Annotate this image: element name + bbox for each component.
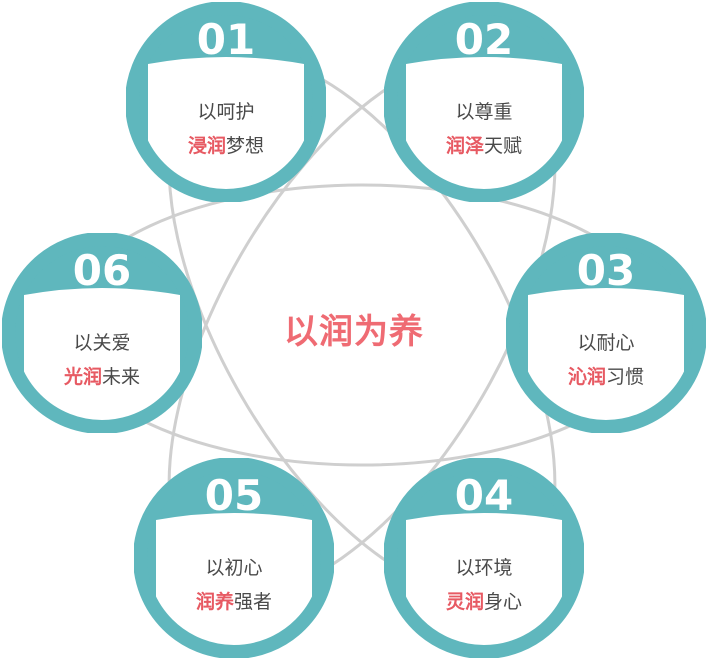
node-line2: 光润未来	[2, 365, 202, 389]
node-06: 06 以关爱 光润未来	[2, 233, 202, 433]
node-line1: 以初心	[205, 557, 263, 579]
node-accent-text: 润养	[195, 591, 234, 613]
node-badge	[134, 458, 334, 658]
node-01: 01 以呵护 浸润梦想	[126, 2, 326, 202]
node-number: 02	[454, 15, 514, 64]
node-rest-text: 身心	[484, 591, 523, 613]
node-05: 05 以初心 润养强者	[134, 458, 334, 658]
node-accent-text: 沁润	[567, 366, 606, 388]
center-title: 以润为养	[284, 312, 424, 352]
node-line1: 以尊重	[455, 101, 513, 123]
node-accent-text: 浸润	[187, 135, 226, 157]
node-number: 03	[576, 246, 636, 295]
node-line2: 润养强者	[134, 590, 334, 614]
node-rest-text: 未来	[102, 366, 141, 388]
node-badge	[506, 233, 706, 433]
node-rest-text: 强者	[234, 591, 273, 613]
node-04: 04 以环境 灵润身心	[384, 458, 584, 658]
node-rest-text: 习惯	[606, 366, 645, 388]
node-accent-text: 灵润	[445, 591, 484, 613]
node-number: 06	[72, 246, 132, 295]
node-line1: 以关爱	[73, 332, 131, 354]
node-02: 02 以尊重 润泽天赋	[384, 2, 584, 202]
node-line2: 浸润梦想	[126, 134, 326, 158]
node-rest-text: 梦想	[226, 135, 265, 157]
node-accent-text: 光润	[63, 366, 102, 388]
node-number: 01	[196, 15, 256, 64]
node-badge	[126, 2, 326, 202]
node-line2: 润泽天赋	[384, 134, 584, 158]
node-rest-text: 天赋	[484, 135, 523, 157]
node-badge	[2, 233, 202, 433]
node-line1: 以耐心	[577, 332, 635, 354]
node-accent-text: 润泽	[445, 135, 484, 157]
node-number: 05	[204, 471, 264, 520]
node-03: 03 以耐心 沁润习惯	[506, 233, 706, 433]
node-badge	[384, 458, 584, 658]
node-line2: 沁润习惯	[506, 365, 706, 389]
node-line1: 以环境	[455, 557, 513, 579]
node-badge	[384, 2, 584, 202]
node-line2: 灵润身心	[384, 590, 584, 614]
node-number: 04	[454, 471, 514, 520]
node-line1: 以呵护	[197, 101, 255, 123]
